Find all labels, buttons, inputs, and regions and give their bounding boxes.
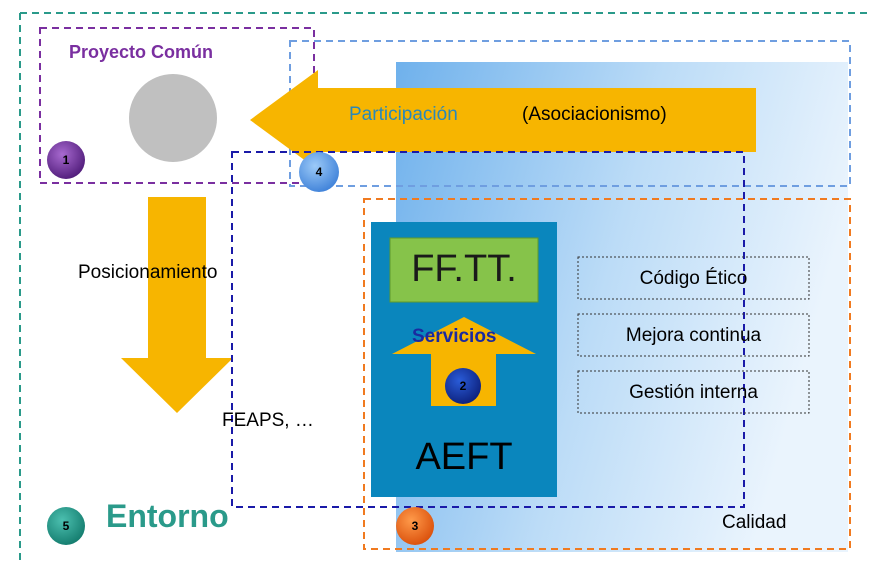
gestion-interna-box	[577, 370, 810, 414]
feaps-label: FEAPS, …	[222, 410, 314, 431]
badge-3-number: 3	[411, 519, 419, 533]
fftt-box	[389, 237, 539, 303]
proyecto-comun-circle	[129, 74, 217, 162]
codigo-etico-label: Código Ético	[639, 268, 748, 289]
proyecto-comun-label: Proyecto Común	[69, 42, 214, 62]
asociacionismo-label: (Asociacionismo)	[522, 104, 667, 125]
participacion-label: Participación	[349, 104, 458, 125]
badge-1	[47, 141, 85, 179]
badge-2	[445, 368, 481, 404]
gestion-interna-label: Gestión interna	[629, 382, 758, 403]
entorno-label: Entorno	[106, 498, 229, 534]
badge-5	[47, 507, 85, 545]
badge-1-number: 1	[62, 153, 70, 167]
participacion-arrow	[250, 70, 756, 170]
calidad-frame	[363, 198, 851, 550]
calidad-label: Calidad	[722, 512, 787, 533]
badge-5-number: 5	[62, 519, 70, 533]
posicionamiento-arrow	[121, 197, 233, 413]
mejora-continua-label: Mejora continua	[625, 325, 762, 346]
badge-4-number: 4	[315, 165, 323, 179]
feaps-frame	[231, 151, 745, 508]
fftt-label: FF.TT.	[411, 248, 517, 290]
badge-2-number: 2	[459, 379, 467, 393]
servicios-arrow	[392, 317, 536, 406]
entorno-frame	[19, 12, 868, 562]
servicios-label: Servicios	[412, 326, 497, 347]
aeft-label: AEFT	[415, 436, 513, 478]
posicionamiento-label: Posicionamiento	[78, 262, 218, 283]
badge-3	[396, 507, 434, 545]
mejora-continua-box	[577, 313, 810, 357]
badge-4	[299, 152, 339, 192]
codigo-etico-box	[577, 256, 810, 300]
